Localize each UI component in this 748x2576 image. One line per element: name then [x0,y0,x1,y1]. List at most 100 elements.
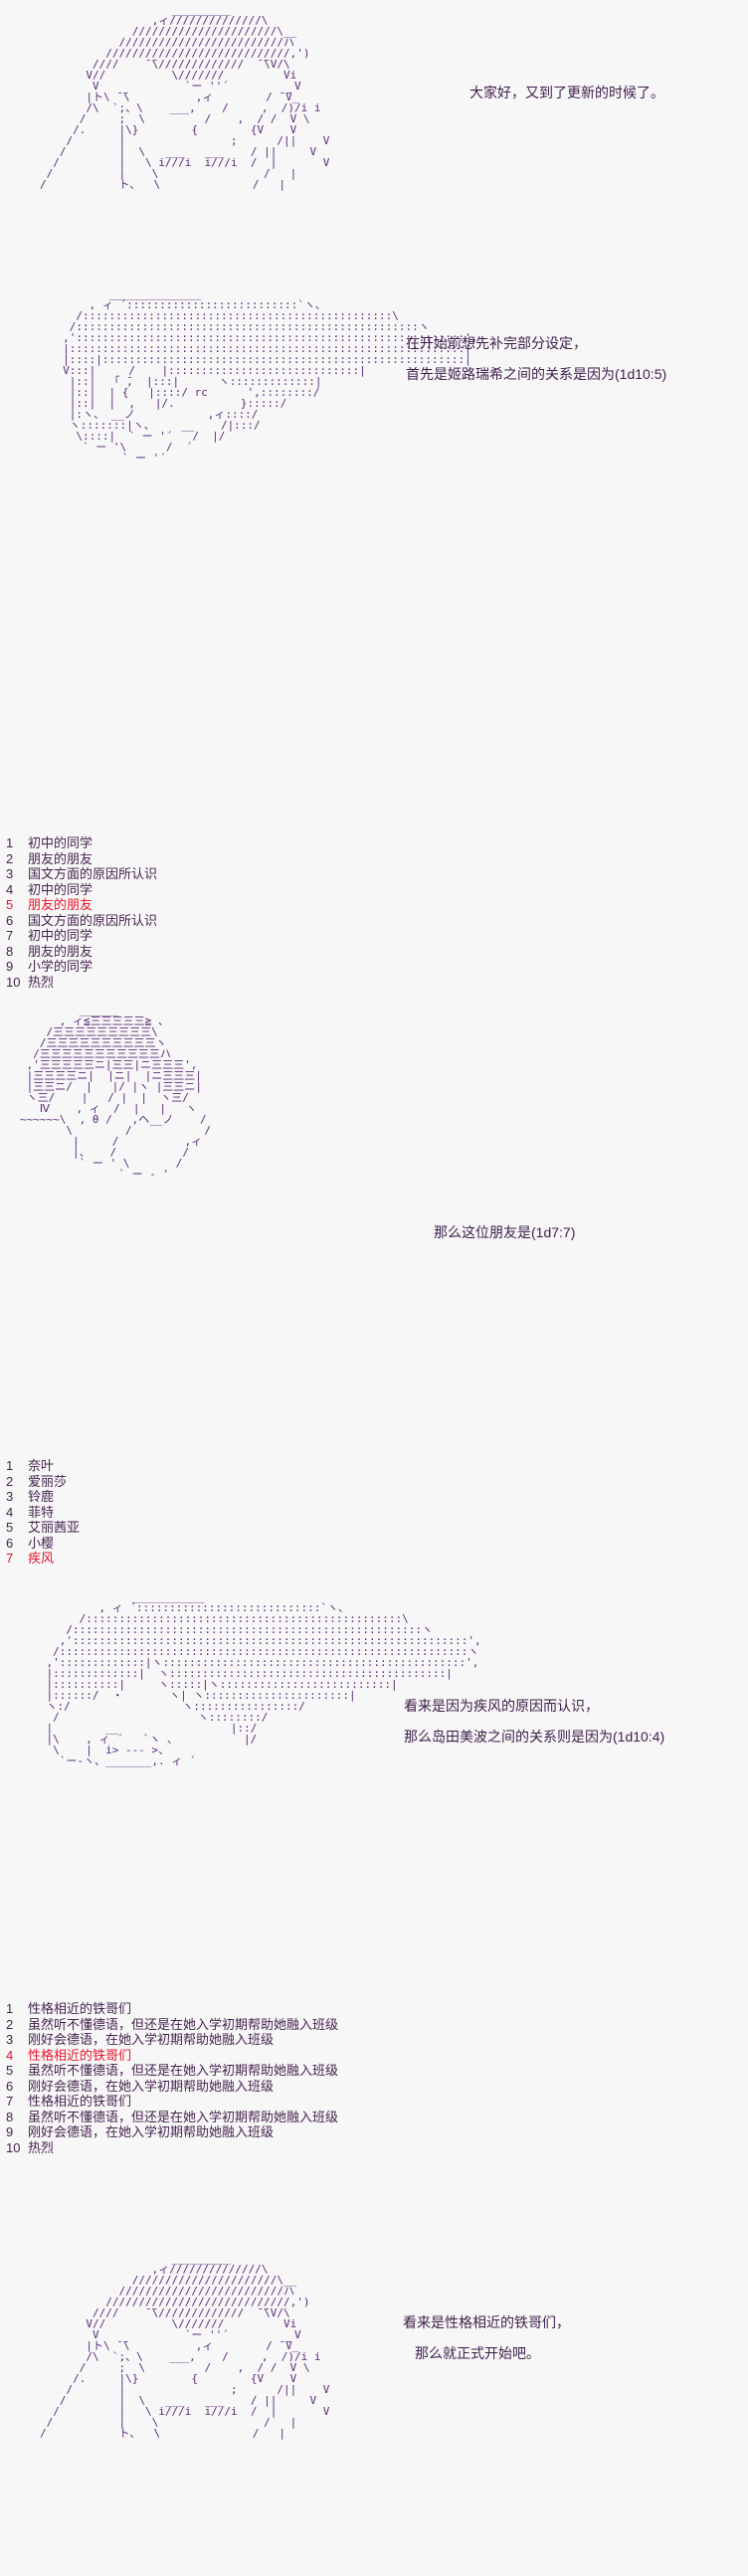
dialog-line: 那么就正式开始吧。 [415,2345,540,2361]
ascii-art-panel-3: ______ , ィ≦三三三三三≧ 、 /三三三三三三三三三\ /三三三三三三三… [20,1005,211,1180]
roll-number: 7 [6,2094,14,2109]
dialog-line: 大家好，又到了更新的时候了。 [469,85,664,100]
roll-label: 刚好会德语，在她入学初期帮助她融入班级 [28,2078,275,2094]
roll-label: 国文方面的原因所认识 [28,912,158,928]
dialog-line: 那么这位朋友是(1d7:7) [434,1224,576,1240]
roll-number: 1 [6,835,14,850]
ascii-art: ___________ , ィ ´:::::::::::::::::::::::… [46,1590,481,1767]
roll-label: 热烈 [28,974,55,990]
roll-item: 1 初中的同学 [6,835,157,851]
roll-label: 疾风 [28,1551,55,1565]
roll-item: 7 初中的同学 [6,928,157,944]
ascii-art-panel-1: _________ ,ィ//////////////\ ////////////… [40,4,329,190]
roll-number: 3 [6,2032,14,2047]
roll-label: 朋友的朋友 [28,850,94,866]
roll-item: 2 虽然听不懂德语，但还是在她入学初期帮助她融入班级 [6,2017,338,2033]
dialog-line: 在开始前想先补完部分设定， [406,335,587,351]
ascii-art: ______ , ィ≦三三三三三≧ 、 /三三三三三三三三三\ /三三三三三三三… [20,1004,212,1181]
roll-item: 3 铃鹿 [6,1489,80,1505]
roll-number: 3 [6,866,14,881]
ascii-art-panel-4: ___________ , ィ ´:::::::::::::::::::::::… [20,1590,481,1767]
roll-label: 小樱 [28,1535,55,1551]
roll-label: 初中的同学 [28,928,94,943]
roll-number: 8 [6,943,14,959]
ascii-art: ______________ , ィ ´::::::::::::::::::::… [63,287,478,464]
ascii-art: _________ ,ィ//////////////\ ////////////… [40,3,330,191]
roll-item: 2 朋友的朋友 [6,851,157,867]
roll-item: 9 刚好会德语，在她入学初期帮助她融入班级 [6,2124,338,2140]
roll-label: 初中的同学 [28,835,94,850]
roll-label: 刚好会德语，在她入学初期帮助她融入班级 [28,2032,275,2047]
roll-item: 3 国文方面的原因所认识 [6,866,157,882]
roll-label: 性格相近的铁哥们 [28,2047,132,2063]
roll-item: 9 小学的同学 [6,959,157,975]
roll-label: 艾丽茜亚 [28,1520,81,1535]
roll-label: 朋友的朋友 [28,943,94,959]
roll-label: 刚好会德语，在她入学初期帮助她融入班级 [28,2124,275,2139]
roll-label: 虽然听不懂德语，但还是在她入学初期帮助她融入班级 [28,2109,339,2124]
roll-number: 4 [6,881,14,897]
dialog-text-3: 那么这位朋友是(1d7:7) [434,1217,575,1248]
roll-label: 性格相近的铁哥们 [28,2094,132,2109]
ascii-art: _________ ,ィ//////////////\ ////////////… [40,2252,330,2440]
roll-item: 1 奈叶 [6,1458,80,1474]
roll-number: 5 [6,1520,14,1535]
roll-item: 8 朋友的朋友 [6,944,157,960]
roll-label: 小学的同学 [28,959,94,974]
roll-item-selected: 5 朋友的朋友 [6,897,157,913]
roll-item: 10 热烈 [6,975,157,991]
roll-label: 性格相近的铁哥们 [28,2001,132,2016]
ascii-art-panel-5: _________ ,ィ//////////////\ ////////////… [40,2253,329,2439]
roll-item: 4 初中的同学 [6,882,157,898]
roll-label: 铃鹿 [28,1489,55,1504]
roll-number: 1 [6,2001,14,2016]
roll-label: 国文方面的原因所认识 [28,866,158,881]
dialog-text-1: 大家好，又到了更新的时候了。 [469,78,664,108]
roll-item: 7 性格相近的铁哥们 [6,2094,338,2110]
roll-number: 2 [6,850,14,866]
roll-item: 6 刚好会德语，在她入学初期帮助她融入班级 [6,2079,338,2095]
roll-number: 3 [6,1489,14,1504]
roll-number: 5 [6,2063,14,2078]
roll-item: 1 性格相近的铁哥们 [6,2001,338,2017]
roll-number: 6 [6,912,14,928]
roll-number: 8 [6,2109,14,2124]
dialog-text-2: 在开始前想先补完部分设定， 首先是姬路瑞希之间的关系是因为(1d10:5) [406,328,666,390]
roll-item: 8 虽然听不懂德语，但还是在她入学初期帮助她融入班级 [6,2110,338,2125]
roll-number: 5 [6,897,14,912]
dialog-line: 那么岛田美波之间的关系则是因为(1d10:4) [404,1729,665,1745]
roll-number: 9 [6,959,14,974]
dialog-text-5: 看来是性格相近的铁哥们， 那么就正式开始吧。 [403,2307,570,2369]
roll-number: 7 [6,1551,14,1565]
roll-number: 1 [6,1458,14,1473]
roll-label: 奈叶 [28,1458,55,1473]
roll-number: 9 [6,2124,14,2139]
dialog-line: 看来是性格相近的铁哥们， [403,2314,570,2330]
roll-number: 2 [6,2016,14,2032]
dialog-line: 看来是因为疾风的原因而认识， [404,1698,599,1714]
roll-number: 4 [6,2047,14,2063]
roll-label: 初中的同学 [28,881,94,897]
roll-number: 7 [6,928,14,943]
dialog-line: 首先是姬路瑞希之间的关系是因为(1d10:5) [406,366,667,382]
roll-label: 朋友的朋友 [28,897,94,912]
roll-label: 虽然听不懂德语，但还是在她入学初期帮助她融入班级 [28,2016,339,2032]
roll-number: 10 [6,2139,21,2155]
roll-item: 5 虽然听不懂德语，但还是在她入学初期帮助她融入班级 [6,2063,338,2079]
roll-number: 6 [6,1535,14,1551]
roll-item: 5 艾丽茜亚 [6,1520,80,1536]
roll-number: 2 [6,1473,14,1489]
roll-item-selected: 4 性格相近的铁哥们 [6,2048,338,2064]
roll-label: 虽然听不懂德语，但还是在她入学初期帮助她融入班级 [28,2063,339,2078]
roll-item: 6 国文方面的原因所认识 [6,913,157,929]
roll-number: 6 [6,2078,14,2094]
roll-number: 4 [6,1504,14,1520]
dialog-text-4: 看来是因为疾风的原因而认识， 那么岛田美波之间的关系则是因为(1d10:4) [404,1691,664,1752]
roll-number: 10 [6,974,21,990]
